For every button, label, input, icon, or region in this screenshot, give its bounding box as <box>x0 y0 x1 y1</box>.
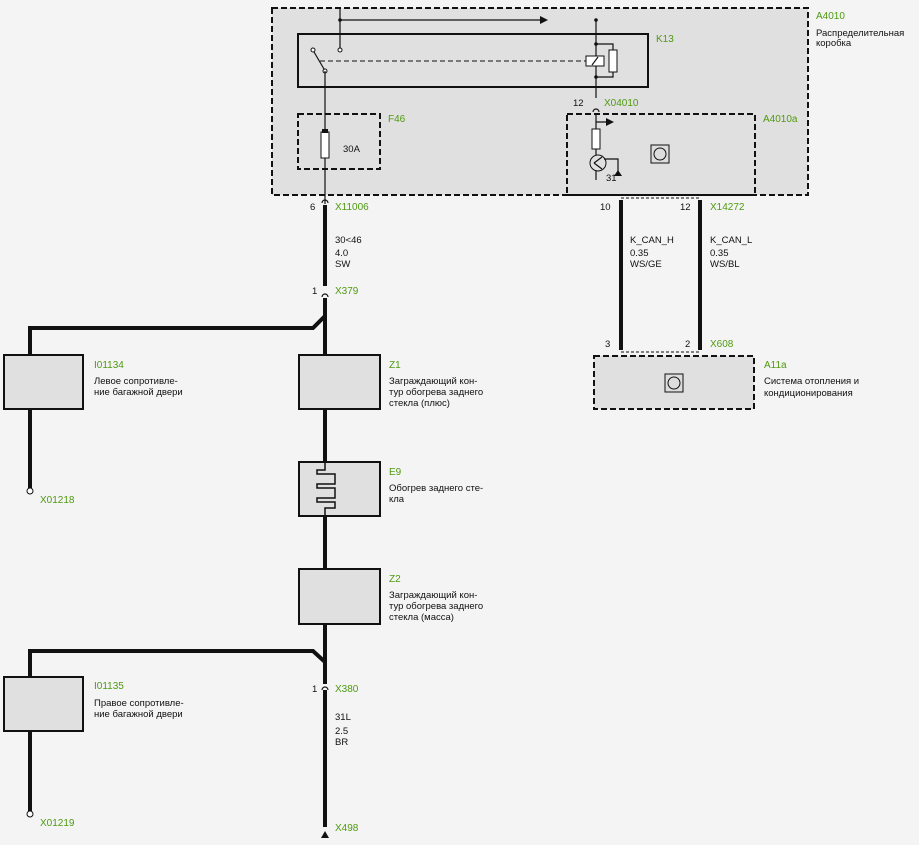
can-h-size: 0.35 <box>630 248 649 259</box>
k13-id[interactable]: K13 <box>656 34 674 45</box>
e9-desc-2: кла <box>389 494 405 505</box>
x380-pin: 1 <box>312 684 317 695</box>
main-wire-label: 30<46 <box>335 235 362 246</box>
a11a-desc-1: Система отопления и <box>764 376 859 387</box>
terminal-icon <box>26 810 34 818</box>
z2-desc-3: стекла (масса) <box>389 612 454 623</box>
x608-pin-l: 2 <box>685 339 690 350</box>
e9-desc-1: Обогрев заднего сте- <box>389 483 483 494</box>
x01219-id[interactable]: X01219 <box>40 818 75 829</box>
z1-desc-3: стекла (плюс) <box>389 398 450 409</box>
z1-desc-1: Заграждающий кон- <box>389 376 477 387</box>
ground-wire-label: 31L <box>335 712 351 723</box>
x11006-pin: 6 <box>310 202 315 213</box>
main-wire-color: SW <box>335 259 350 270</box>
can-h-color: WS/GE <box>630 259 662 270</box>
x608-pin-h: 3 <box>605 339 610 350</box>
can-l-size: 0.35 <box>710 248 729 259</box>
a11a-id[interactable]: A11a <box>764 360 787 371</box>
terminal-icon <box>26 487 34 495</box>
f46-fuse-block[interactable] <box>297 113 381 170</box>
x608-id[interactable]: X608 <box>710 339 734 350</box>
resistor-icon <box>591 128 601 150</box>
i01135-desc-2: ние багажной двери <box>94 709 183 720</box>
x379-id[interactable]: X379 <box>335 286 359 297</box>
main-wire-size: 4.0 <box>335 248 348 259</box>
z1-desc-2: тур обогрева заднего <box>389 387 483 398</box>
x380-id[interactable]: X380 <box>335 684 359 695</box>
e9-id[interactable]: E9 <box>389 467 402 478</box>
z2-id[interactable]: Z2 <box>389 574 401 585</box>
f46-id[interactable]: F46 <box>388 114 406 125</box>
ground-wire-color: BR <box>335 737 348 748</box>
a4010-id[interactable]: A4010 <box>816 11 845 22</box>
ground-wire-size: 2.5 <box>335 726 348 737</box>
i01135-desc-1: Правое сопротивле- <box>94 698 184 709</box>
wire[interactable] <box>28 298 327 355</box>
x14272-id[interactable]: X14272 <box>710 202 745 213</box>
a4010-desc-2: коробка <box>816 38 852 49</box>
x498-id[interactable]: X498 <box>335 823 359 834</box>
f46-rating: 30A <box>343 144 361 155</box>
e9-rear-window-heater[interactable] <box>298 461 381 517</box>
arrow-icon <box>540 16 548 24</box>
x379-pin: 1 <box>312 286 317 297</box>
transistor-icon <box>589 154 607 172</box>
k13-relay[interactable] <box>297 33 649 88</box>
i01135-id[interactable]: I01135 <box>94 681 124 692</box>
heater-element-icon <box>316 462 336 516</box>
z2-desc-1: Заграждающий кон- <box>389 590 477 601</box>
x11006-id[interactable]: X11006 <box>335 202 369 213</box>
x04010-id[interactable]: X04010 <box>604 98 639 109</box>
x14272-pin-h: 10 <box>600 202 611 213</box>
x04010-pin: 12 <box>573 98 584 109</box>
a4010a-ground-pin: 31 <box>606 173 617 184</box>
x01218-id[interactable]: X01218 <box>40 495 75 506</box>
resistor-icon <box>608 49 618 73</box>
z2-desc-2: тур обогрева заднего <box>389 601 483 612</box>
z1-component[interactable] <box>298 354 381 410</box>
switch-contact-icon <box>310 47 316 53</box>
a4010-desc-1: Распределительная <box>816 28 904 39</box>
i01134-desc-2: ние багажной двери <box>94 387 183 398</box>
a4010-distribution-box[interactable] <box>271 7 809 196</box>
ground-icon <box>321 831 329 838</box>
i01134-desc-1: Левое сопротивле- <box>94 376 178 387</box>
can-l-label: K_CAN_L <box>710 235 752 246</box>
i01135-component[interactable] <box>3 676 84 732</box>
can-h-label: K_CAN_H <box>630 235 674 246</box>
i01134-component[interactable] <box>3 354 84 410</box>
ground-icon <box>614 170 622 176</box>
can-l-color: WS/BL <box>710 259 740 270</box>
a4010a-module[interactable] <box>566 113 756 196</box>
i01134-id[interactable]: I01134 <box>94 360 124 371</box>
z1-id[interactable]: Z1 <box>389 360 401 371</box>
z2-component[interactable] <box>298 568 381 625</box>
a11a-desc-2: кондиционирования <box>764 388 853 399</box>
fuse-icon <box>320 131 330 159</box>
a4010a-id[interactable]: A4010a <box>763 114 798 125</box>
x14272-pin-l: 12 <box>680 202 691 213</box>
